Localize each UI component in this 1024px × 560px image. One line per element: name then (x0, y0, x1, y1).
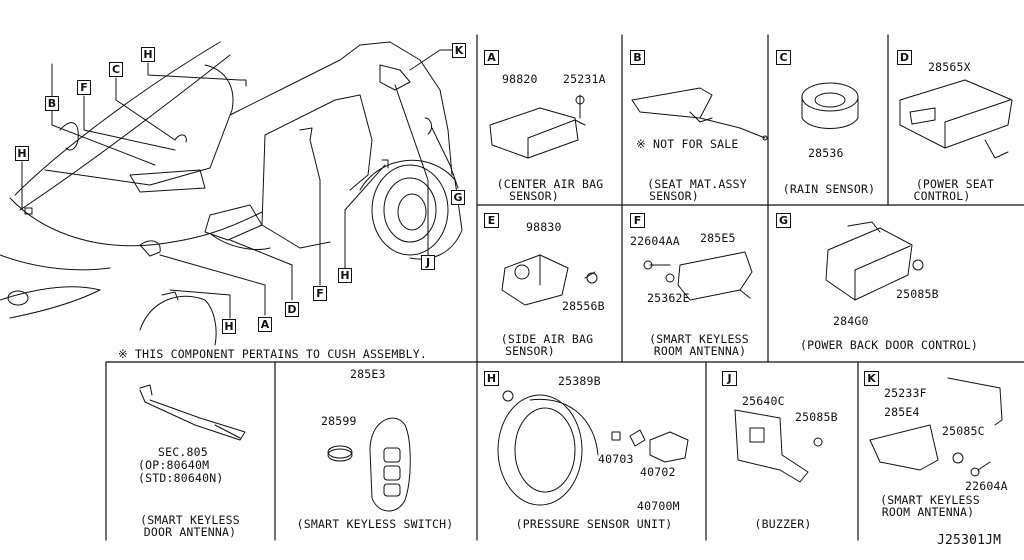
part-28599: 28599 (321, 414, 357, 428)
panel-a-caption-2: SENSOR) (509, 189, 559, 203)
diagram-id: J25301JM (937, 533, 1002, 548)
callout-h-left: H (15, 146, 29, 161)
part-285e5: 285E5 (700, 231, 736, 245)
panel-e-label: E (484, 213, 499, 228)
part-25640c: 25640C (742, 394, 785, 408)
callout-j: J (421, 255, 435, 270)
callout-b: B (45, 96, 59, 111)
panel-e-caption-2: SENSOR) (505, 344, 555, 358)
panel-g-caption-1: (POWER BACK DOOR CONTROL) (799, 338, 979, 352)
ref-sec-805: SEC.805 (158, 445, 208, 459)
panel-d-label: D (897, 50, 912, 65)
part-25085b-g: 25085B (896, 287, 939, 301)
panel-h-label: H (484, 371, 499, 386)
part-smart-keyless-room-antenna-f (643, 251, 753, 301)
panel-e-caption-1: (SIDE AIR BAG (500, 332, 594, 346)
panel-j-label: J (722, 371, 737, 386)
callout-h-mid: H (338, 268, 352, 283)
panel-f-caption-2: ROOM ANTENNA) (653, 344, 747, 358)
part-rain-sensor (801, 82, 859, 129)
callout-g: G (451, 190, 465, 205)
panel-b-label: B (630, 50, 645, 65)
ref-op-80640m: (OP:80640M (138, 458, 210, 472)
callout-h-top: H (141, 47, 155, 62)
panel-g-label: G (776, 213, 791, 228)
callout-d: D (285, 302, 299, 317)
part-28565x: 28565X (928, 60, 971, 74)
part-28556b: 28556B (562, 299, 605, 313)
part-40702: 40702 (640, 465, 676, 479)
part-25389b: 25389B (558, 374, 601, 388)
panel-a-caption-1: (CENTER AIR BAG (496, 177, 604, 191)
part-power-seat-control (899, 79, 1013, 159)
door-antenna-caption-2: DOOR ANTENNA) (143, 525, 237, 539)
not-for-sale-note: ※ NOT FOR SALE (636, 137, 739, 151)
part-seat-mat-sensor (631, 87, 768, 141)
panel-c-label: C (776, 50, 791, 65)
ref-std-80640n: (STD:80640N) (138, 471, 224, 485)
part-center-air-bag-sensor (489, 94, 586, 159)
panel-h-caption-1: (PRESSURE SENSOR UNIT) (515, 517, 673, 531)
panel-grid (105, 34, 1024, 541)
panel-k-caption-2: ROOM ANTENNA) (881, 505, 975, 519)
part-28536: 28536 (808, 146, 844, 160)
part-buzzer (734, 409, 823, 483)
part-285e4: 285E4 (884, 405, 920, 419)
callout-h-bottom: H (222, 319, 236, 334)
panel-f-caption-1: (SMART KEYLESS (649, 332, 749, 346)
callout-f: F (313, 286, 327, 301)
part-smart-keyless-switch (327, 417, 411, 512)
part-98820: 98820 (502, 72, 538, 86)
panel-c-caption-1: (RAIN SENSOR) (782, 182, 876, 196)
callout-c: C (109, 62, 123, 77)
part-side-air-bag-sensor (501, 254, 598, 306)
part-98830: 98830 (526, 220, 562, 234)
part-25085c: 25085C (942, 424, 985, 438)
part-25231a: 25231A (563, 72, 606, 86)
part-25362e: 25362E (647, 291, 690, 305)
part-25233f: 25233F (884, 386, 927, 400)
panel-a-label: A (484, 50, 499, 65)
part-door-antenna (139, 384, 246, 441)
part-40703: 40703 (598, 452, 634, 466)
part-22604aa: 22604AA (630, 234, 680, 248)
door-antenna-caption-1: (SMART KEYLESS (140, 513, 240, 527)
part-22604a: 22604A (965, 479, 1008, 493)
callout-a: A (258, 317, 272, 332)
panel-b-caption-2: SENSOR) (649, 189, 699, 203)
cush-assembly-note: ※ THIS COMPONENT PERTAINS TO CUSH ASSEMB… (118, 347, 428, 361)
vehicle-illustration (0, 41, 463, 346)
part-pressure-sensor-unit (497, 390, 689, 506)
callout-k: K (452, 43, 466, 58)
panel-f-label: F (630, 213, 645, 228)
part-smart-keyless-room-antenna-k (869, 377, 1003, 477)
panel-k-label: K (864, 371, 879, 386)
part-284g0: 284G0 (833, 314, 869, 328)
panel-k-caption-1: (SMART KEYLESS (880, 493, 980, 507)
panel-b-caption-1: (SEAT MAT.ASSY (647, 177, 747, 191)
part-40700m: 40700M (637, 499, 680, 513)
switch-caption-1: (SMART KEYLESS SWITCH) (296, 517, 454, 531)
panel-d-caption-1: (POWER SEAT (915, 177, 995, 191)
panel-d-caption-2: CONTROL) (913, 189, 971, 203)
panel-j-caption-1: (BUZZER) (754, 517, 812, 531)
part-power-back-door-control (825, 221, 924, 301)
part-25085b-j: 25085B (795, 410, 838, 424)
part-285e3: 285E3 (350, 367, 386, 381)
callout-e: F (77, 80, 91, 95)
